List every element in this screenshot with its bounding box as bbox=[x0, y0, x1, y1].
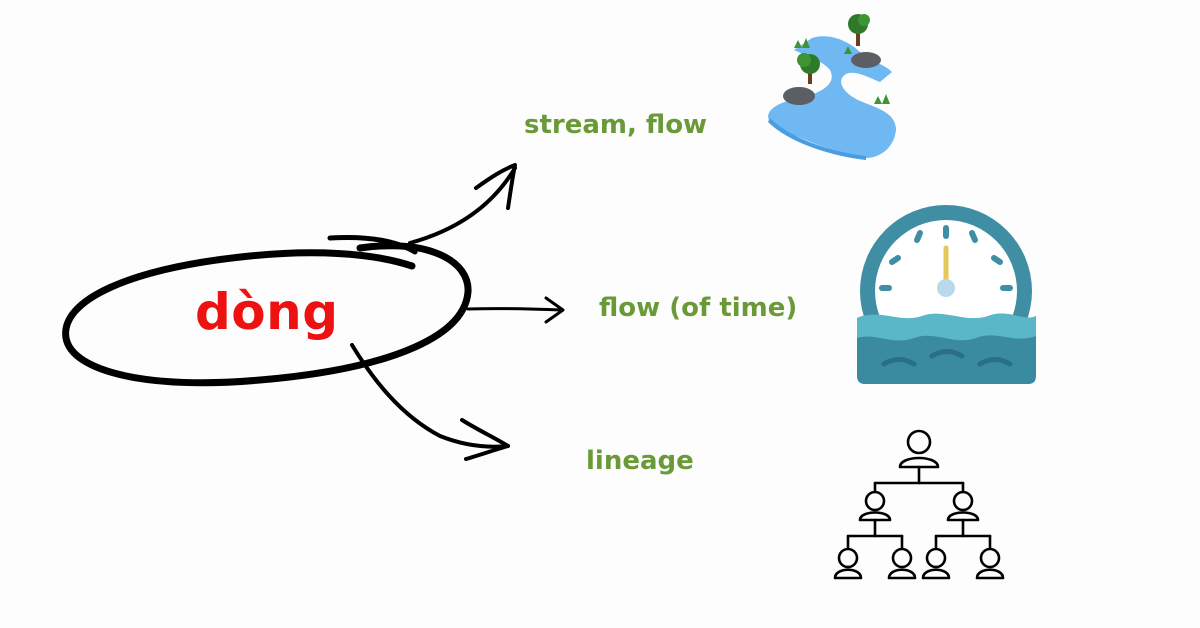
meaning-stream-flow: stream, flow bbox=[524, 110, 708, 140]
arrow-to-time bbox=[466, 296, 565, 324]
meaning-flow-of-time: flow (of time) bbox=[599, 293, 798, 323]
arrow-to-lineage bbox=[350, 343, 510, 461]
main-word: dòng bbox=[195, 283, 339, 341]
water-gauge-icon bbox=[857, 205, 1036, 384]
meaning-lineage: lineage bbox=[586, 446, 694, 476]
river-icon bbox=[768, 14, 896, 160]
arrow-to-stream bbox=[408, 163, 517, 245]
family-tree-icon bbox=[833, 429, 1005, 580]
word-ellipse bbox=[62, 235, 472, 387]
